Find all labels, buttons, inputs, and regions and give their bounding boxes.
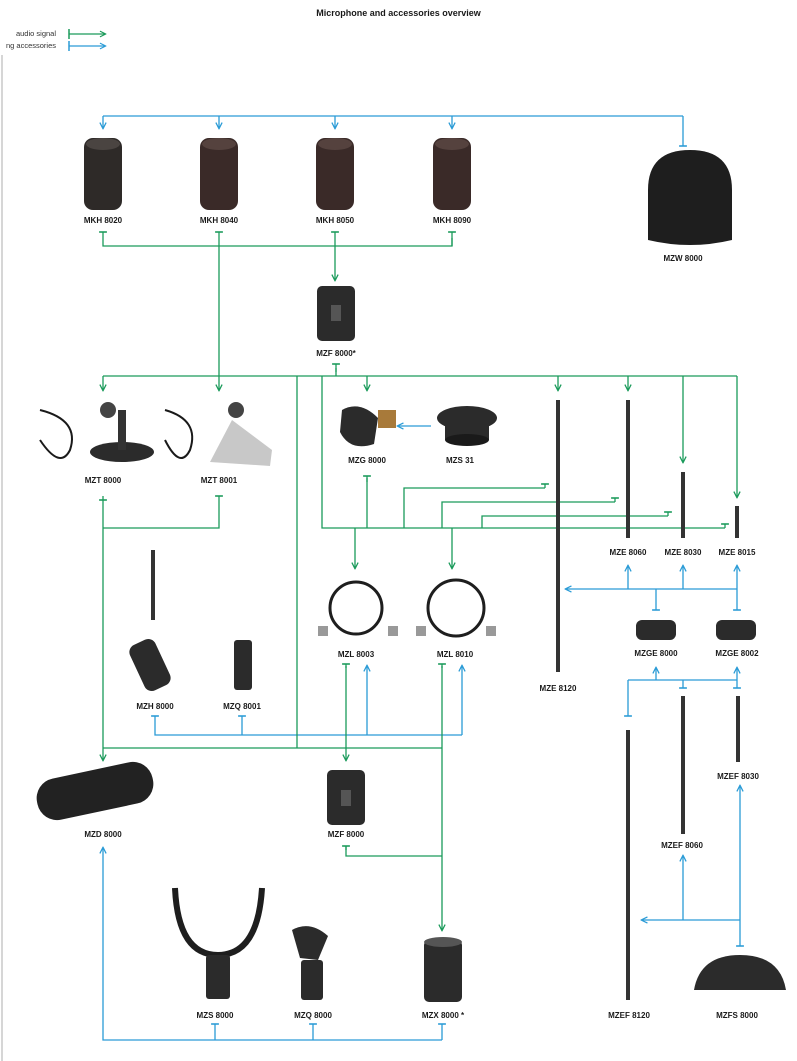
mzf8000-top-module xyxy=(317,286,355,341)
mzef8120-extension xyxy=(626,730,630,1000)
mzge8000-joint xyxy=(636,620,676,640)
label-mzl8003: MZL 8003 xyxy=(337,650,375,659)
label-mzef8060: MZEF 8060 xyxy=(661,841,703,850)
legend-accessory-symbol xyxy=(68,41,105,51)
mkh8040-microphone xyxy=(200,138,238,210)
mzw8000-windshield xyxy=(648,150,732,245)
label-mzw8000: MZW 8000 xyxy=(663,254,703,263)
label-mzt8000: MZT 8000 xyxy=(84,476,122,485)
accessory-connections xyxy=(103,115,744,1041)
page-title: Microphone and accessories overview xyxy=(316,8,481,18)
label-mze8015: MZE 8015 xyxy=(718,548,756,557)
mkh8090-microphone xyxy=(433,138,471,210)
mkh8050-microphone xyxy=(316,138,354,210)
label-mzge8002: MZGE 8002 xyxy=(715,649,759,658)
mzt8000-table-stand xyxy=(39,402,154,462)
label-mzq8000: MZQ 8000 xyxy=(294,1011,332,1020)
label-mzfs8000: MZFS 8000 xyxy=(716,1011,758,1020)
legend-audio-symbol xyxy=(68,29,105,39)
label-mzh8000: MZH 8000 xyxy=(136,702,174,711)
mzs8000-shockmount xyxy=(172,887,265,999)
label-mzef8120: MZEF 8120 xyxy=(608,1011,650,1020)
label-mze8030: MZE 8030 xyxy=(664,548,702,557)
mkh8020-microphone xyxy=(84,138,122,210)
mzl8010-cable xyxy=(416,578,496,638)
mze8120-extension xyxy=(556,400,560,672)
label-mzef8030: MZEF 8030 xyxy=(717,772,759,781)
mzge8002-joint xyxy=(716,620,756,640)
label-mzd8000: MZD 8000 xyxy=(84,830,122,839)
mzh8000-hanger xyxy=(129,550,171,691)
label-mzq8001: MZQ 8001 xyxy=(223,702,261,711)
label-mzf8000-top: MZF 8000* xyxy=(316,349,356,358)
mzq8001-clamp xyxy=(234,640,252,690)
mze8030-extension xyxy=(681,472,685,538)
label-mzs31: MZS 31 xyxy=(445,456,475,465)
audio-connections xyxy=(99,231,737,930)
mzd8000-module xyxy=(36,761,154,821)
label-mzf8000-mid: MZF 8000 xyxy=(327,830,365,839)
mzfs8000-floor-stand xyxy=(694,955,786,990)
mzg8000-mount xyxy=(340,406,396,447)
mzf8000-mid-module xyxy=(327,770,365,825)
label-mzge8000: MZGE 8000 xyxy=(634,649,678,658)
mzl8003-cable xyxy=(318,580,398,636)
mzq8000-clamp xyxy=(292,926,328,1000)
legend-accessory-label: ng accessories xyxy=(5,41,56,50)
label-mze8120: MZE 8120 xyxy=(539,684,577,693)
label-mkh8040: MKH 8040 xyxy=(199,216,239,225)
label-mzx8000: MZX 8000 * xyxy=(421,1011,465,1020)
mzef8060-extension xyxy=(681,696,685,834)
label-mzs8000: MZS 8000 xyxy=(196,1011,234,1020)
label-mzl8010: MZL 8010 xyxy=(436,650,474,659)
label-mkh8050: MKH 8050 xyxy=(315,216,355,225)
mzs31-mount xyxy=(437,406,497,446)
label-mzt8001: MZT 8001 xyxy=(200,476,238,485)
mze8015-extension xyxy=(735,506,739,538)
label-mze8060: MZE 8060 xyxy=(609,548,647,557)
mzef8030-extension xyxy=(736,696,740,762)
label-mzg8000: MZG 8000 xyxy=(348,456,386,465)
mzt8001-table-stand xyxy=(164,402,272,466)
mze8060-extension xyxy=(626,400,630,538)
label-mkh8090: MKH 8090 xyxy=(432,216,472,225)
mzx8000-adapter xyxy=(424,937,462,1002)
legend-audio-label: audio signal xyxy=(15,29,56,38)
label-mkh8020: MKH 8020 xyxy=(83,216,123,225)
